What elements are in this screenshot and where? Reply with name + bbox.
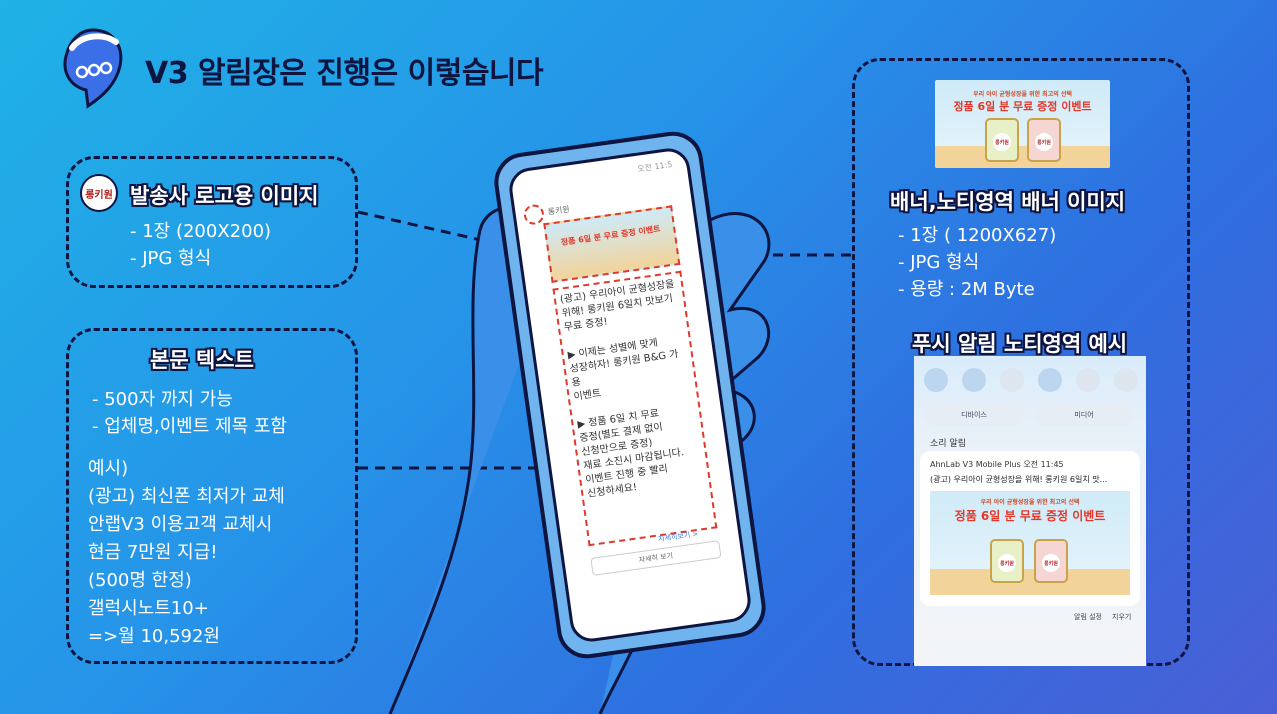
bullet-item: - 업체명,이벤트 제목 포함 (92, 416, 287, 437)
sender-bullets: - 1장 (200X200) - JPG 형식 (130, 218, 271, 272)
notification-message: (광고) 우리아이 균형성장을 위해! 롱키원 6일치 맛... (930, 475, 1108, 484)
bullet-item: - 용량 : 2M Byte (898, 279, 1035, 300)
body-heading: 본문 텍스트 (150, 348, 254, 372)
pill-media[interactable]: 미디어 (1034, 404, 1134, 426)
notification-card[interactable]: AhnLab V3 Mobile Plus 오전 11:45 (광고) 우리아이… (920, 451, 1140, 606)
example-line: 현금 7만원 지급! (88, 542, 218, 563)
notification-banner-image: 우리 아이 균형성장을 위한 최고의 선택 정품 6일 분 무료 증정 이벤트 … (930, 491, 1130, 595)
wifi-icon (924, 368, 948, 392)
banner-bullets: - 1장 ( 1200X627) - JPG 형식 - 용량 : 2M Byte (898, 222, 1056, 303)
example-line: (500명 한정) (88, 570, 192, 591)
location-icon (1114, 368, 1138, 392)
banner-line1: 우리 아이 균형성장을 위한 최고의 선택 (973, 91, 1072, 98)
vibrate-icon (1000, 368, 1024, 392)
product-can: 롱키원 (990, 539, 1024, 583)
banner-heading: 배너,노티영역 배너 이미지 (890, 190, 1126, 214)
phone-banner-text: 정품 6일 분 무료 증정 이벤트 (560, 224, 661, 248)
bullet-item: - JPG 형식 (130, 248, 212, 269)
bullet-item: - 1장 (200X200) (130, 221, 272, 242)
more-button[interactable]: 자세히 보기 (590, 540, 722, 576)
bullet-item: - 500자 까지 가능 (92, 389, 233, 410)
banner-image: 우리 아이 균형성장을 위한 최고의 선택 정품 6일 분 무료 증정 이벤트 … (935, 80, 1110, 168)
example-line: (광고) 최신폰 최저가 교체 (88, 486, 285, 507)
push-notification-example: 디바이스 미디어 소리 알림 AhnLab V3 Mobile Plus 오전 … (914, 356, 1146, 666)
push-heading: 푸시 알림 노티영역 예시 (912, 332, 1128, 356)
product-can: 롱키원 (985, 118, 1019, 162)
page-title: V3 알림장은 진행은 이렇습니다 (145, 56, 544, 91)
body-example: 예시) (광고) 최신폰 최저가 교체 안랩V3 이용고객 교체시 현금 7만원… (88, 455, 285, 651)
banner-line2: 정품 6일 분 무료 증정 이벤트 (953, 100, 1092, 113)
body-text-box (66, 328, 358, 664)
bullet-item: - 1장 ( 1200X627) (898, 225, 1057, 246)
clear-link[interactable]: 지우기 (1112, 613, 1132, 621)
status-time: 오전 11:5 (636, 159, 673, 174)
example-line: =>월 10,592원 (88, 626, 220, 647)
sender-logo-box (66, 156, 358, 288)
notification-settings-link[interactable]: 알림 설정 (1074, 613, 1102, 621)
example-line: 안랩V3 이용고객 교체시 (88, 514, 273, 535)
sender-name: 롱키원 (547, 204, 571, 217)
example-line: 갤럭시노트10+ (88, 598, 209, 619)
phone-body-text: (광고) 우리아이 균형성장을 위해! 롱키원 6일치 맛보기 무료 증정! ▶… (552, 270, 718, 547)
rotate-icon (1038, 368, 1062, 392)
pill-device[interactable]: 디바이스 (924, 404, 1024, 426)
sender-heading: 발송사 로고용 이미지 (130, 184, 319, 208)
product-can: 롱키원 (1027, 118, 1061, 162)
example-line: 예시) (88, 458, 129, 479)
body-bullets: - 500자 까지 가능 - 업체명,이벤트 제목 포함 (92, 386, 287, 440)
sender-logo-marker (522, 203, 546, 226)
chat-bubble-icon (63, 28, 123, 109)
phone-banner: 정품 6일 분 무료 증정 이벤트 (543, 205, 681, 283)
section-label: 소리 알림 (930, 439, 966, 449)
sender-logo: 롱키원 (80, 174, 118, 212)
airplane-icon (1076, 368, 1100, 392)
bullet-item: - JPG 형식 (898, 252, 980, 273)
product-can: 롱키원 (1034, 539, 1068, 583)
notification-app-line: AhnLab V3 Mobile Plus 오전 11:45 (930, 460, 1064, 469)
sound-icon (962, 368, 986, 392)
